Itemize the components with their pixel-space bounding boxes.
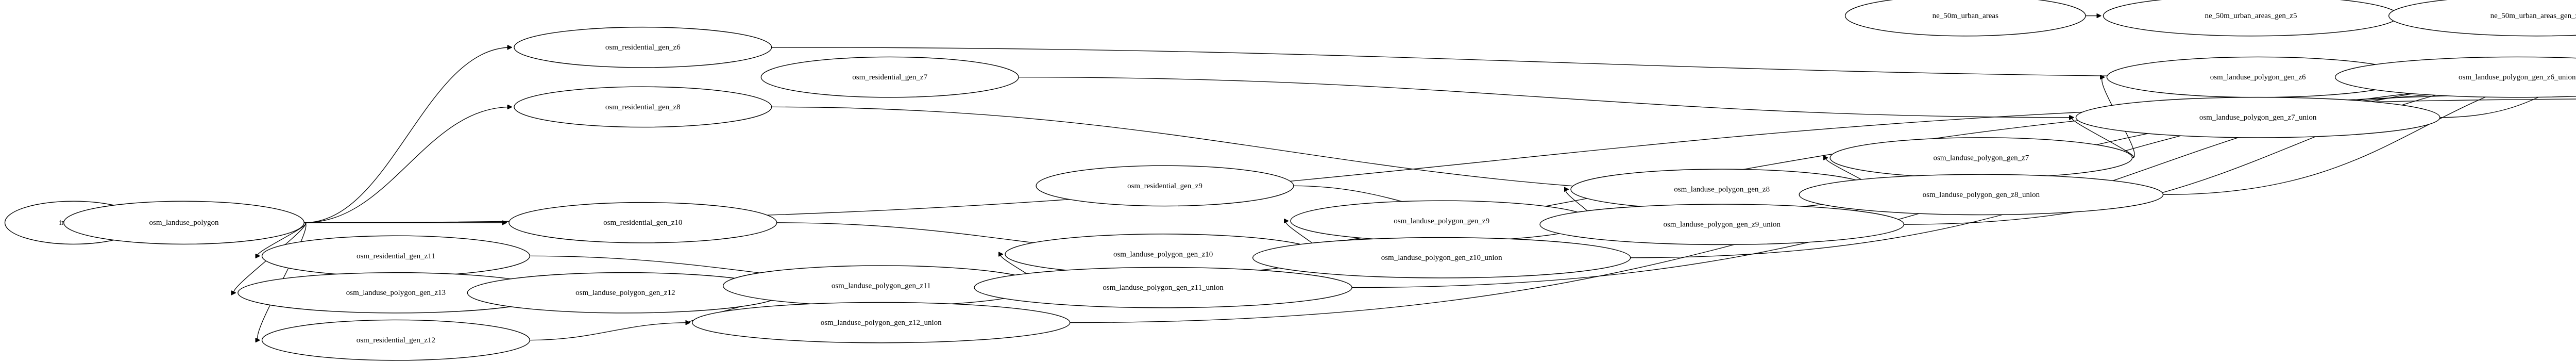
graph-edge <box>304 47 512 223</box>
node-label: osm_residential_gen_z11 <box>357 252 435 260</box>
node-layer: imposm3osm_landuse_polygonosm_residentia… <box>4 0 2576 361</box>
graph-node[interactable]: osm_residential_gen_z9 <box>1036 165 1294 207</box>
graph-node[interactable]: osm_landuse_polygon_gen_z7_union <box>2075 96 2441 138</box>
node-label: osm_residential_gen_z12 <box>357 336 435 344</box>
node-shape <box>261 319 530 361</box>
node-label: osm_landuse_polygon_gen_z9 <box>1394 217 1489 225</box>
node-shape <box>63 201 304 245</box>
node-shape <box>691 302 1071 343</box>
node-label: osm_landuse_polygon <box>149 219 219 227</box>
node-label: osm_landuse_polygon_gen_z6_union <box>2459 73 2576 81</box>
node-label: osm_landuse_polygon_gen_z12 <box>575 289 675 297</box>
graph-node[interactable]: osm_residential_gen_z10 <box>509 202 777 243</box>
graph-edge-to-legend <box>2163 69 2576 195</box>
node-label: osm_landuse_polygon_gen_z9_union <box>1663 221 1781 229</box>
node-label: osm_landuse_polygon_gen_z10 <box>1113 250 1213 258</box>
node-shape <box>1844 0 2086 37</box>
graph-node[interactable]: osm_landuse_polygon_gen_z12_union <box>691 302 1071 343</box>
graph-node[interactable]: osm_landuse_polygon_gen_z8 <box>1570 169 1874 210</box>
graph-node[interactable]: ne_50m_urban_areas_gen_z4 <box>2388 0 2576 37</box>
graph-edge <box>771 47 2333 77</box>
graph-edge <box>530 323 689 341</box>
graph-node[interactable]: osm_residential_gen_z8 <box>514 86 772 128</box>
node-label: osm_landuse_polygon_gen_z8_union <box>1923 191 2040 199</box>
graph-node[interactable]: osm_residential_gen_z6 <box>514 26 772 68</box>
node-shape <box>2075 96 2441 138</box>
graph-node[interactable]: osm_landuse_polygon_gen_z7 <box>1829 137 2133 178</box>
node-label: osm_residential_gen_z7 <box>852 73 927 81</box>
graph-node[interactable]: osm_landuse_polygon_gen_z12 <box>467 272 784 314</box>
node-label: osm_landuse_polygon_gen_z11 <box>832 282 931 290</box>
graph-node[interactable]: osm_residential_gen_z7 <box>760 56 1019 98</box>
node-shape <box>1539 204 1905 245</box>
node-label: osm_residential_gen_z9 <box>1127 182 1202 190</box>
node-label: ne_50m_urban_areas <box>1933 12 1998 20</box>
node-label: osm_landuse_polygon_gen_z12_union <box>821 319 942 327</box>
node-shape <box>760 56 1019 98</box>
graph-node[interactable]: osm_landuse_polygon_gen_z10_union <box>1252 237 1631 278</box>
graph-edge <box>1019 76 2073 118</box>
node-shape <box>2335 56 2576 98</box>
graph-node[interactable]: osm_landuse_polygon_gen_z9_union <box>1539 204 1905 245</box>
node-shape <box>509 202 777 243</box>
node-shape <box>514 26 772 68</box>
node-label: osm_landuse_polygon_gen_z11_union <box>1103 284 1224 292</box>
node-shape <box>2388 0 2576 37</box>
graph-node[interactable]: osm_landuse_polygon_gen_z6_union <box>2335 56 2576 98</box>
graph-node[interactable]: osm_landuse_polygon_gen_z11 <box>722 265 1040 307</box>
node-shape <box>514 86 772 128</box>
graph-node[interactable]: osm_landuse_polygon <box>63 201 304 245</box>
graph-edge <box>304 107 512 223</box>
node-shape <box>974 267 1352 308</box>
node-label: osm_residential_gen_z10 <box>603 219 682 227</box>
graph-node[interactable]: osm_landuse_polygon_gen_z6 <box>2106 56 2410 98</box>
node-label: ne_50m_urban_areas_gen_z5 <box>2205 12 2297 20</box>
node-label: osm_landuse_polygon_gen_z10_union <box>1381 254 1502 262</box>
node-label: osm_landuse_polygon_gen_z7 <box>1933 154 2029 162</box>
node-label: osm_landuse_polygon_gen_z8 <box>1674 186 1770 194</box>
node-shape <box>1036 165 1294 207</box>
node-label: osm_landuse_polygon_gen_z13 <box>346 289 446 297</box>
node-label: osm_landuse_polygon_gen_z6 <box>2210 73 2306 81</box>
graph-node[interactable]: osm_landuse_polygon_gen_z8_union <box>1799 174 2164 216</box>
graph-node[interactable]: osm_landuse_polygon_gen_z11_union <box>974 267 1352 308</box>
node-shape <box>1252 237 1631 278</box>
graph-node[interactable]: ne_50m_urban_areas <box>1844 0 2086 37</box>
graph-node[interactable]: osm_landuse_polygon_gen_z13 <box>238 272 554 314</box>
graph-node[interactable]: osm_residential_gen_z11 <box>261 235 530 277</box>
node-label: osm_landuse_polygon_gen_z7_union <box>2199 113 2317 122</box>
graph-edge <box>2072 118 2134 158</box>
graph-node[interactable]: osm_residential_gen_z12 <box>261 319 530 361</box>
node-shape <box>1799 174 2164 216</box>
graph-node[interactable]: osm_landuse_polygon_gen_z9 <box>1290 200 1594 242</box>
node-label: osm_residential_gen_z8 <box>605 103 681 111</box>
node-label: ne_50m_urban_areas_gen_z4 <box>2490 12 2576 20</box>
graph-node[interactable]: ne_50m_urban_areas_gen_z5 <box>2103 0 2399 37</box>
node-label: osm_residential_gen_z6 <box>605 43 681 52</box>
